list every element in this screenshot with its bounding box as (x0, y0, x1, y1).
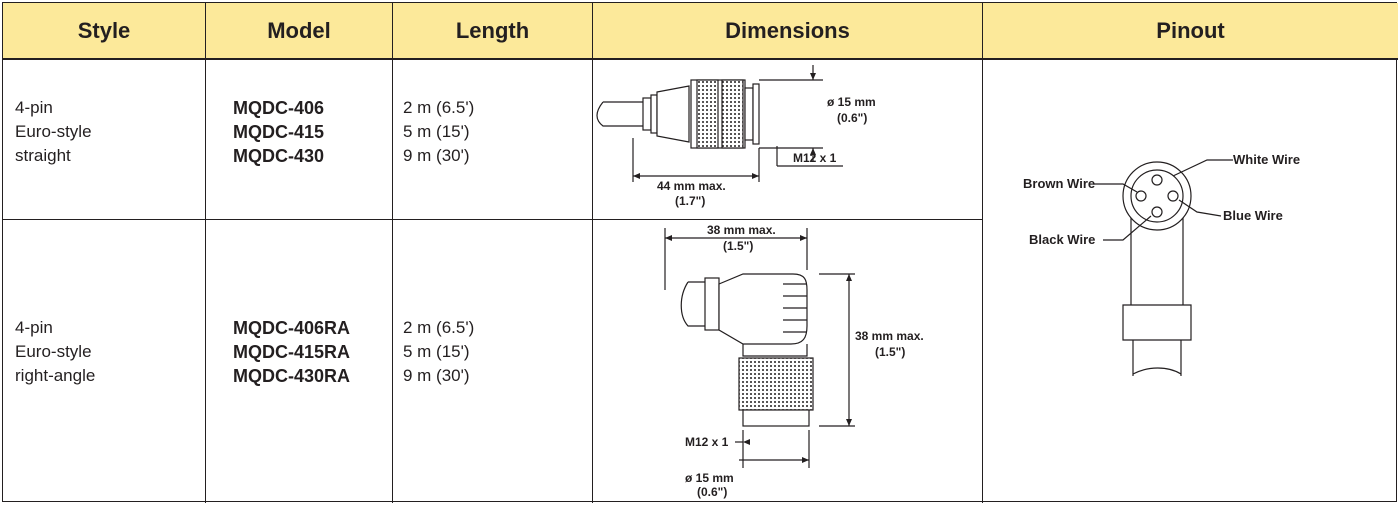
pinout-cell: White Wire Brown Wire Blue Wire Black Wi… (983, 60, 1398, 503)
dim-thread-label: M12 x 1 (793, 151, 837, 165)
header-dimensions: Dimensions (593, 3, 983, 60)
dim-diameter-label: ø 15 mm (685, 471, 734, 485)
cable-length: 9 m (30') (403, 366, 470, 385)
dim-diameter-label: ø 15 mm (827, 95, 876, 109)
dim-height-in-label: (1.5") (875, 345, 905, 359)
straight-connector-drawing: ø 15 mm (0.6") 44 mm max. (1.7") M12 x 1 (593, 60, 983, 220)
style-line: straight (15, 146, 71, 165)
right-angle-connector-drawing: 38 mm max. (1.5") 38 mm max. (1.5") M12 … (593, 220, 983, 503)
header-model: Model (206, 3, 393, 60)
model-number: MQDC-406 (233, 98, 325, 118)
dim-diameter-in-label: (0.6") (697, 485, 727, 499)
dim-length-in-label: (1.7") (675, 194, 705, 208)
dim-thread-label: M12 x 1 (685, 435, 729, 449)
header-pinout: Pinout (983, 3, 1398, 60)
style-line: right-angle (15, 366, 96, 385)
model-number: MQDC-415 (233, 122, 325, 142)
header-style: Style (3, 3, 206, 60)
blue-wire-label: Blue Wire (1223, 208, 1283, 223)
model-number: MQDC-406RA (233, 318, 351, 338)
row-right-angle-lengths: 2 m (6.5') 5 m (15') 9 m (30') (393, 220, 593, 503)
row-straight-style: 4-pin Euro-style straight (3, 60, 206, 220)
white-wire-label: White Wire (1233, 152, 1300, 167)
brown-wire-label: Brown Wire (1023, 176, 1095, 191)
dim-width-label: 38 mm max. (707, 223, 776, 237)
dim-height-label: 38 mm max. (855, 329, 924, 343)
cable-length: 2 m (6.5') (403, 318, 475, 337)
dim-length-label: 44 mm max. (657, 179, 726, 193)
header-length: Length (393, 3, 593, 60)
model-number: MQDC-430RA (233, 366, 351, 386)
row-right-angle-models: MQDC-406RA MQDC-415RA MQDC-430RA (206, 220, 393, 503)
cable-length: 2 m (6.5') (403, 98, 475, 117)
row-straight-lengths: 2 m (6.5') 5 m (15') 9 m (30') (393, 60, 593, 220)
black-wire-label: Black Wire (1029, 232, 1095, 247)
dim-diameter-in-label: (0.6") (837, 111, 867, 125)
model-number: MQDC-415RA (233, 342, 351, 362)
cable-length: 5 m (15') (403, 122, 470, 141)
style-line: Euro-style (15, 342, 92, 361)
style-line: 4-pin (15, 318, 53, 337)
pinout-diagram: White Wire Brown Wire Blue Wire Black Wi… (1023, 152, 1300, 376)
straight-connector-diagram: ø 15 mm (0.6") 44 mm max. (1.7") M12 x 1 (596, 65, 876, 208)
row-straight-models: MQDC-406 MQDC-415 MQDC-430 (206, 60, 393, 220)
style-line: Euro-style (15, 122, 92, 141)
cable-length: 9 m (30') (403, 146, 470, 165)
model-number: MQDC-430 (233, 146, 325, 166)
style-line: 4-pin (15, 98, 53, 117)
row-right-angle-style: 4-pin Euro-style right-angle (3, 220, 206, 503)
dim-width-in-label: (1.5") (723, 239, 753, 253)
right-angle-connector-diagram: 38 mm max. (1.5") 38 mm max. (1.5") M12 … (664, 223, 924, 499)
cable-length: 5 m (15') (403, 342, 470, 361)
